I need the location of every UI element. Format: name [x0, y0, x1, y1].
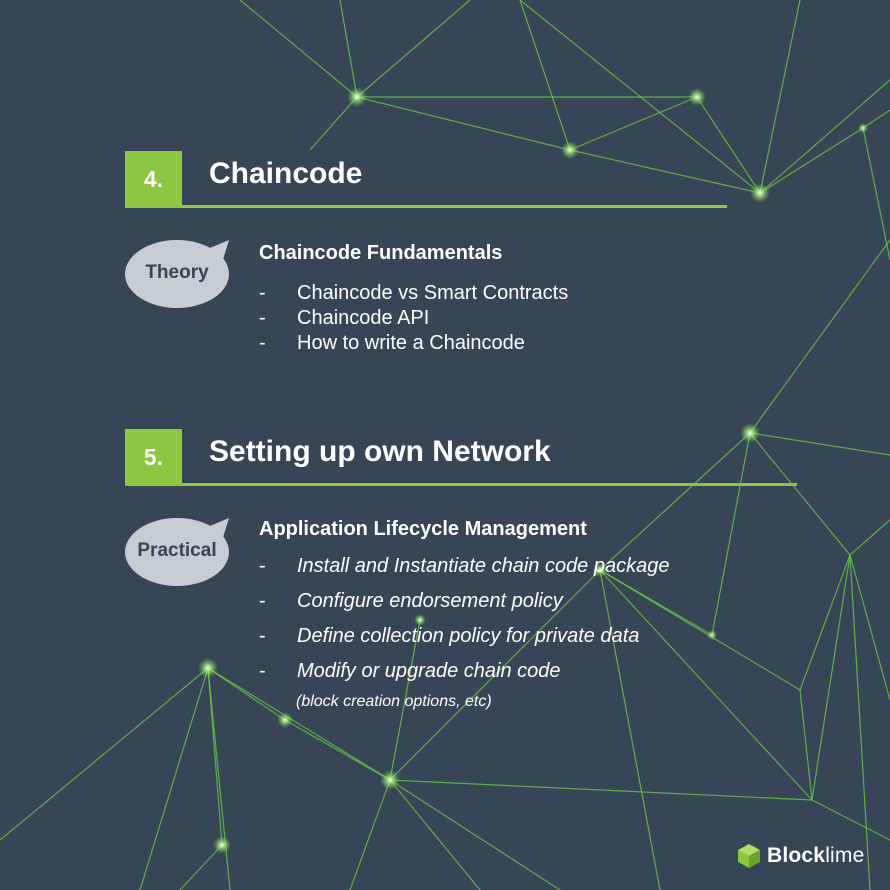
bullet-dash: - [259, 307, 266, 329]
list-item-text: Modify or upgrade chain code [297, 660, 561, 682]
list-item-text: Chaincode API [297, 307, 430, 329]
list-item: - Install and Instantiate chain code pack… [259, 549, 669, 584]
bullet-dash: - [259, 282, 266, 304]
section-underline [125, 205, 727, 208]
brand-logo: Blocklime [737, 843, 865, 869]
list-item-text: How to write a Chaincode [297, 332, 525, 354]
section-number-badge: 5. [125, 429, 182, 485]
badge-label: Practical [137, 540, 217, 561]
list-subnote: (block creation options, etc) [296, 693, 492, 710]
list-item: - Configure endorsement policy [259, 584, 669, 619]
bullet-dash: - [259, 660, 266, 682]
section-number-badge: 4. [125, 151, 182, 207]
list-item-text: Chaincode vs Smart Contracts [297, 282, 569, 304]
topic-heading: Application Lifecycle Management [259, 518, 587, 540]
topic-list: - Install and Instantiate chain code pack… [259, 549, 669, 689]
list-item-text: Define collection policy for private dat… [297, 625, 640, 647]
topic-heading: Chaincode Fundamentals [259, 242, 503, 264]
list-item-text: Install and Instantiate chain code packa… [297, 555, 670, 577]
bullet-dash: - [259, 555, 266, 577]
brand-name-bold: Block [767, 844, 826, 867]
practical-speech-badge: Practical [125, 514, 233, 588]
cube-logo-icon [738, 844, 760, 868]
list-item: - Chaincode API [259, 306, 568, 331]
bullet-dash: - [259, 332, 266, 354]
section-title: Setting up own Network [209, 435, 551, 468]
speech-bubble-icon [125, 518, 229, 586]
bullet-dash: - [259, 625, 266, 647]
list-item: - How to write a Chaincode [259, 331, 568, 356]
speech-bubble-icon [125, 240, 229, 308]
brand-name: Blocklime [767, 844, 865, 868]
list-item: - Modify or upgrade chain code [259, 654, 669, 689]
section-title: Chaincode [209, 157, 363, 190]
theory-speech-badge: Theory [125, 236, 233, 310]
bullet-dash: - [259, 590, 266, 612]
section-number: 4. [143, 165, 164, 192]
list-item-text: Configure endorsement policy [297, 590, 563, 612]
brand-name-light: lime [825, 844, 865, 867]
badge-label: Theory [145, 262, 209, 283]
section-underline [125, 483, 797, 486]
topic-list: - Chaincode vs Smart Contracts - Chaincode… [259, 281, 568, 356]
list-item: - Define collection policy for private da… [259, 619, 669, 654]
section-number: 5. [143, 443, 164, 470]
list-item: - Chaincode vs Smart Contracts [259, 281, 568, 306]
